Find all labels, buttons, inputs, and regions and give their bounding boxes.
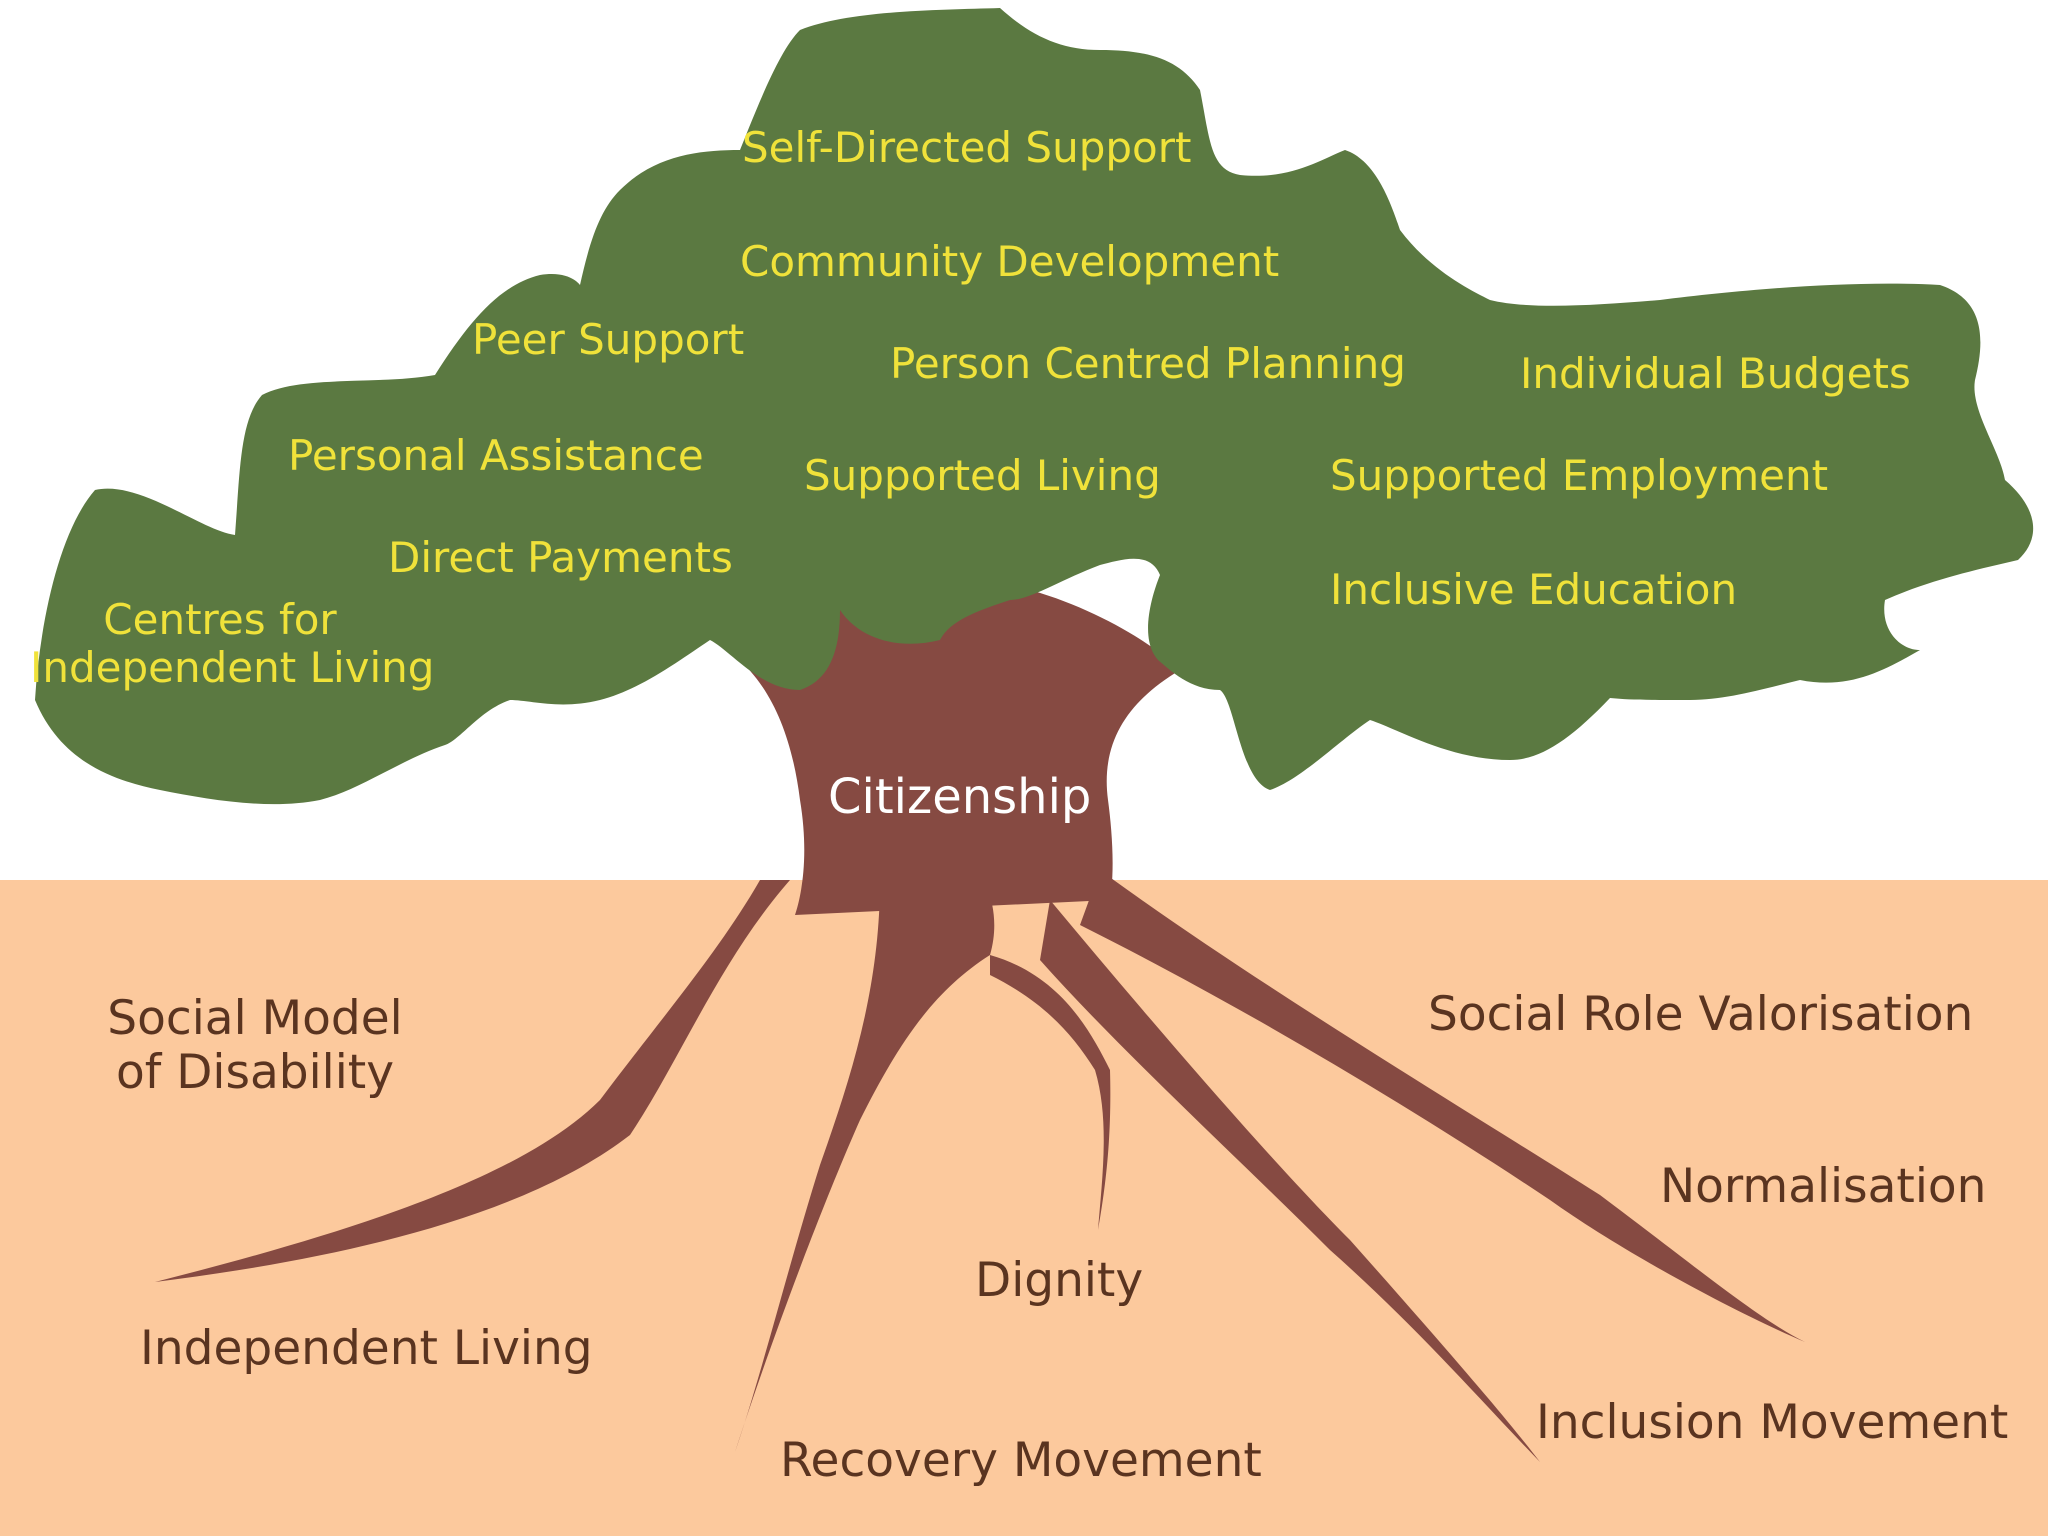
label-centres-line2: Independent Living (30, 643, 435, 693)
root-independent-living (155, 880, 790, 1282)
label-direct-payments: Direct Payments (388, 533, 733, 582)
label-recovery-movement: Recovery Movement (780, 1433, 1262, 1488)
label-person-centred-planning: Person Centred Planning (890, 339, 1406, 388)
root-recovery-movement (735, 880, 995, 1452)
label-social-model-of-disability: Social Model of Disability (90, 991, 420, 1101)
label-supported-living: Supported Living (804, 451, 1161, 500)
label-citizenship: Citizenship (828, 769, 1092, 825)
label-individual-budgets: Individual Budgets (1520, 349, 1911, 398)
label-centres-for-independent-living: Centres for Independent Living (30, 595, 435, 693)
label-supported-employment: Supported Employment (1330, 451, 1829, 500)
root-social-role-valorisation (1080, 870, 1805, 1342)
label-social-model-line1: Social Model (107, 991, 403, 1046)
label-inclusion-movement: Inclusion Movement (1536, 1395, 2009, 1450)
root-dignity (990, 955, 1111, 1230)
label-social-model-line2: of Disability (115, 1045, 395, 1101)
label-peer-support: Peer Support (472, 315, 745, 364)
label-personal-assistance: Personal Assistance (288, 431, 704, 480)
label-normalisation: Normalisation (1660, 1159, 1987, 1214)
label-self-directed-support: Self-Directed Support (742, 123, 1192, 172)
tree-roots (155, 870, 1805, 1462)
label-dignity: Dignity (975, 1253, 1144, 1308)
label-centres-line1: Centres for (103, 595, 337, 644)
tree-canopy (35, 8, 2034, 805)
label-inclusive-education: Inclusive Education (1330, 565, 1738, 614)
root-inclusion-movement (1040, 900, 1540, 1462)
label-community-development: Community Development (740, 237, 1280, 286)
label-social-role-valorisation: Social Role Valorisation (1428, 987, 1974, 1042)
label-independent-living: Independent Living (140, 1321, 593, 1376)
